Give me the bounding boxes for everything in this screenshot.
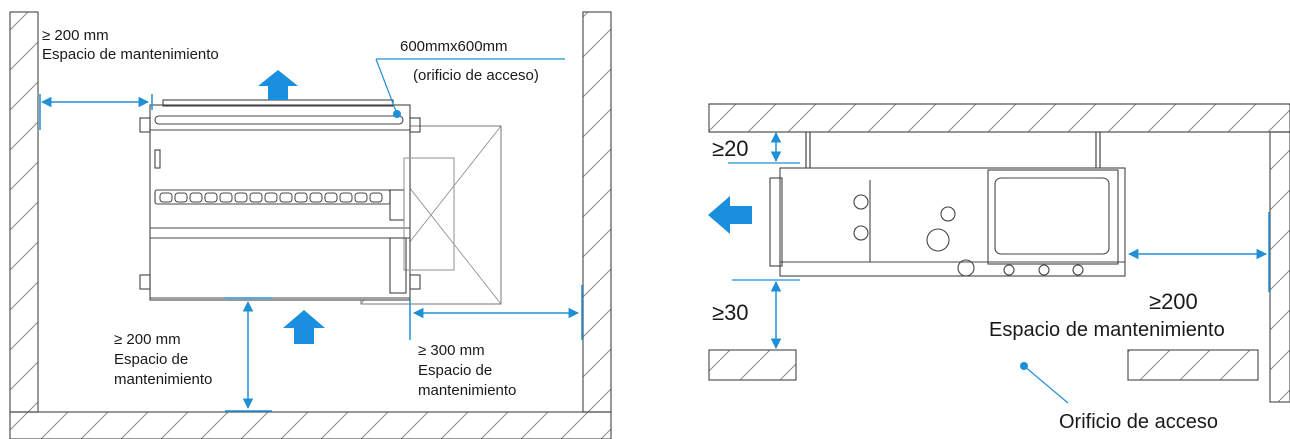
access-leader <box>375 58 398 115</box>
bottom-clearance: ≥ 200 mm <box>114 331 181 348</box>
left-top-view <box>9 11 612 439</box>
left-wall <box>9 11 39 413</box>
ceiling <box>708 103 1290 133</box>
right-clearance: ≥ 300 mm <box>418 342 485 359</box>
right-wall <box>582 11 612 413</box>
bottom-clearance-label-2: mantenimiento <box>114 371 213 388</box>
airflow-up-arrow-bottom <box>283 310 325 344</box>
indoor-unit-side <box>769 167 1126 277</box>
top-left-clearance-label: Espacio de mantenimiento <box>42 46 219 63</box>
ceiling-slab-right <box>1127 349 1259 381</box>
top-left-clearance: ≥ 200 mm <box>42 27 109 44</box>
bottom-wall <box>9 411 612 439</box>
bottom-gap-label: ≥30 <box>712 300 749 325</box>
access-leader-right <box>1023 365 1069 404</box>
ceiling-slab-left <box>708 349 797 381</box>
access-hole-label: (orificio de acceso) <box>413 67 539 84</box>
right-side-view <box>708 103 1290 404</box>
airflow-left-arrow <box>708 196 752 234</box>
right-clearance-label-1: Espacio de <box>418 362 493 379</box>
side-clearance-label: ≥200 <box>1149 289 1198 314</box>
side-clearance-description: Espacio de mantenimiento <box>989 319 1225 341</box>
access-hole-label-right: Orificio de acceso <box>1059 411 1218 433</box>
right-clearance-label-2: mantenimiento <box>418 382 517 399</box>
access-size-label: 600mmx600mm <box>400 38 508 55</box>
bottom-clearance-label-1: Espacio de <box>114 351 189 368</box>
louver-row <box>159 192 383 203</box>
side-wall <box>1269 131 1290 403</box>
top-gap-label: ≥20 <box>712 136 749 161</box>
airflow-up-arrow-top <box>258 70 298 100</box>
